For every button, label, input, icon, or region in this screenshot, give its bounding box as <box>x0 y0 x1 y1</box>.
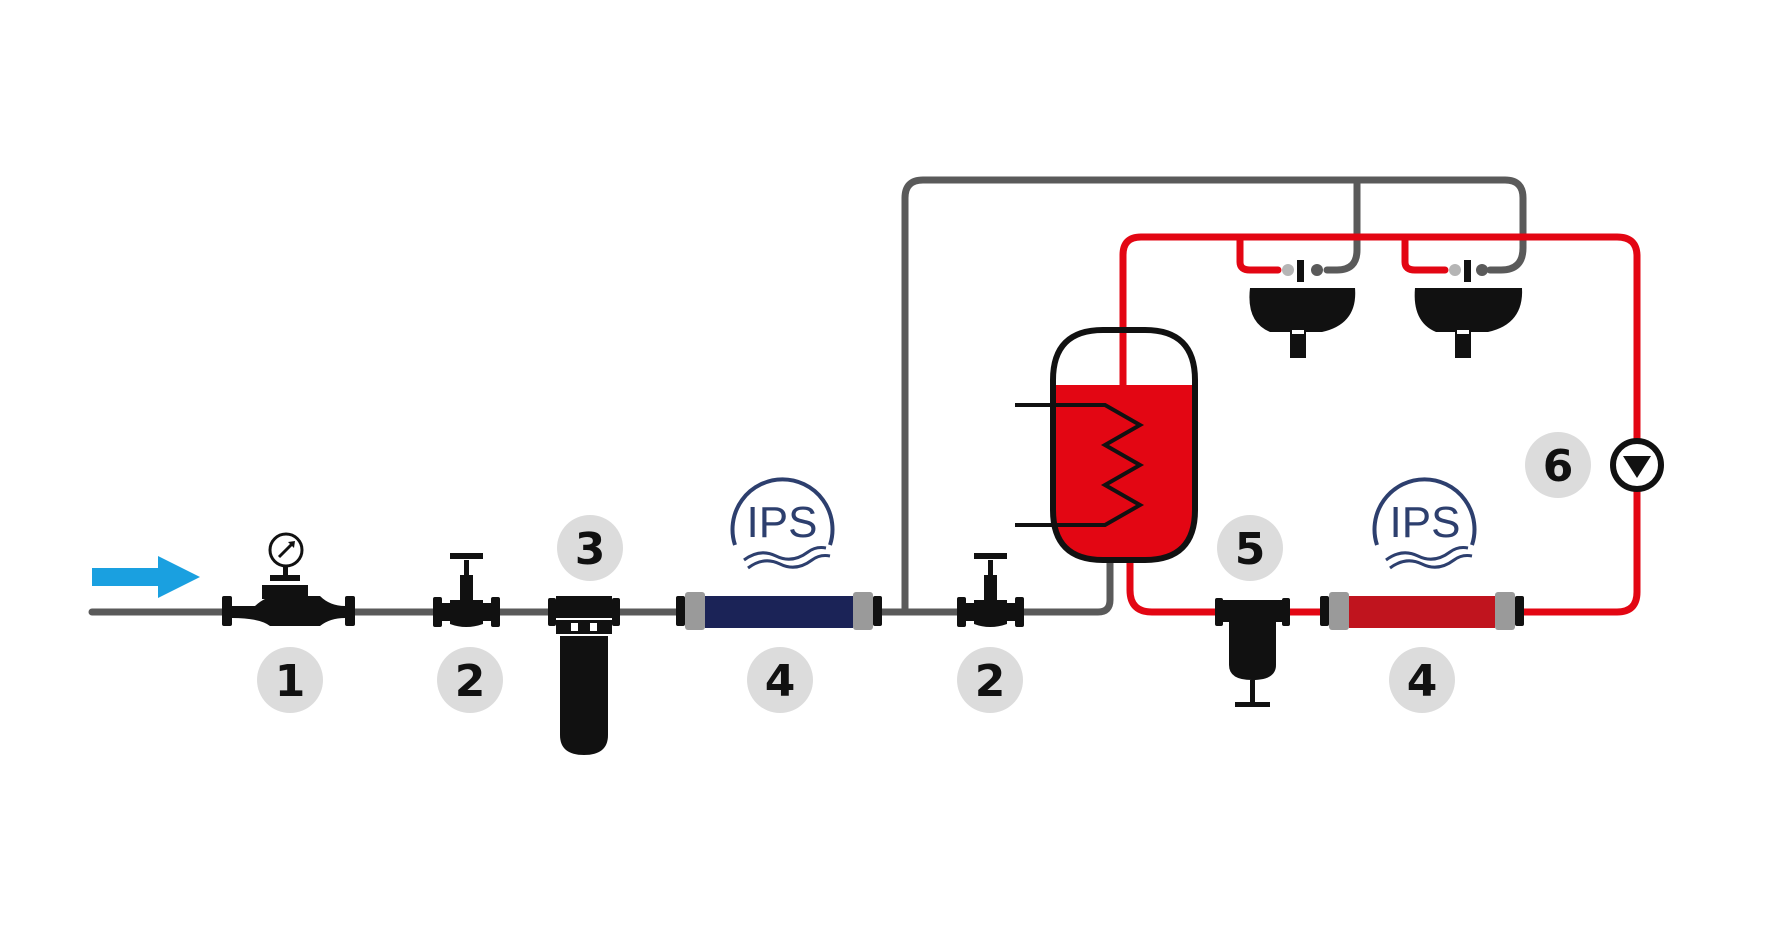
hot-filter <box>1215 598 1290 707</box>
inflow-arrow-icon <box>92 556 200 598</box>
marker-label: 2 <box>975 656 1006 707</box>
ips-unit-hot <box>1320 592 1524 630</box>
marker-2-left: 2 <box>437 647 503 713</box>
marker-2-right: 2 <box>957 647 1023 713</box>
ips-hot-body <box>1349 596 1495 628</box>
marker-label: 6 <box>1543 441 1574 492</box>
marker-6: 6 <box>1525 432 1591 498</box>
ips-logo-text: IPS <box>1390 498 1461 547</box>
cold-pipe-network <box>88 176 1527 616</box>
hot-pipe-network <box>1119 233 1641 616</box>
ips-unit-cold <box>676 592 882 630</box>
marker-label: 5 <box>1235 524 1266 575</box>
marker-4-cold: 4 <box>747 647 813 713</box>
sink-left <box>1249 260 1356 358</box>
sediment-filter <box>548 596 620 755</box>
marker-label: 4 <box>1407 656 1438 707</box>
marker-label: 2 <box>455 656 486 707</box>
circulation-pump-icon <box>1610 438 1664 492</box>
valve-left <box>433 553 500 627</box>
marker-1: 1 <box>257 647 323 713</box>
valve-right <box>957 553 1024 627</box>
filter-notch <box>590 623 597 631</box>
marker-label: 3 <box>575 524 606 575</box>
water-meter <box>222 532 355 626</box>
filter-notch <box>571 623 578 631</box>
ips-logo-hot: IPS <box>1372 477 1477 570</box>
marker-label: 1 <box>275 656 306 707</box>
marker-3: 3 <box>557 515 623 581</box>
ips-logo-text: IPS <box>747 498 818 547</box>
ips-cold-body <box>705 596 853 628</box>
marker-4-hot: 4 <box>1389 647 1455 713</box>
ips-logo-cold: IPS <box>730 477 835 570</box>
heating-coil <box>1015 403 1145 527</box>
marker-5: 5 <box>1217 515 1283 581</box>
hot-water-tank <box>1015 327 1198 563</box>
marker-label: 4 <box>765 656 796 707</box>
sink-right <box>1414 260 1523 358</box>
